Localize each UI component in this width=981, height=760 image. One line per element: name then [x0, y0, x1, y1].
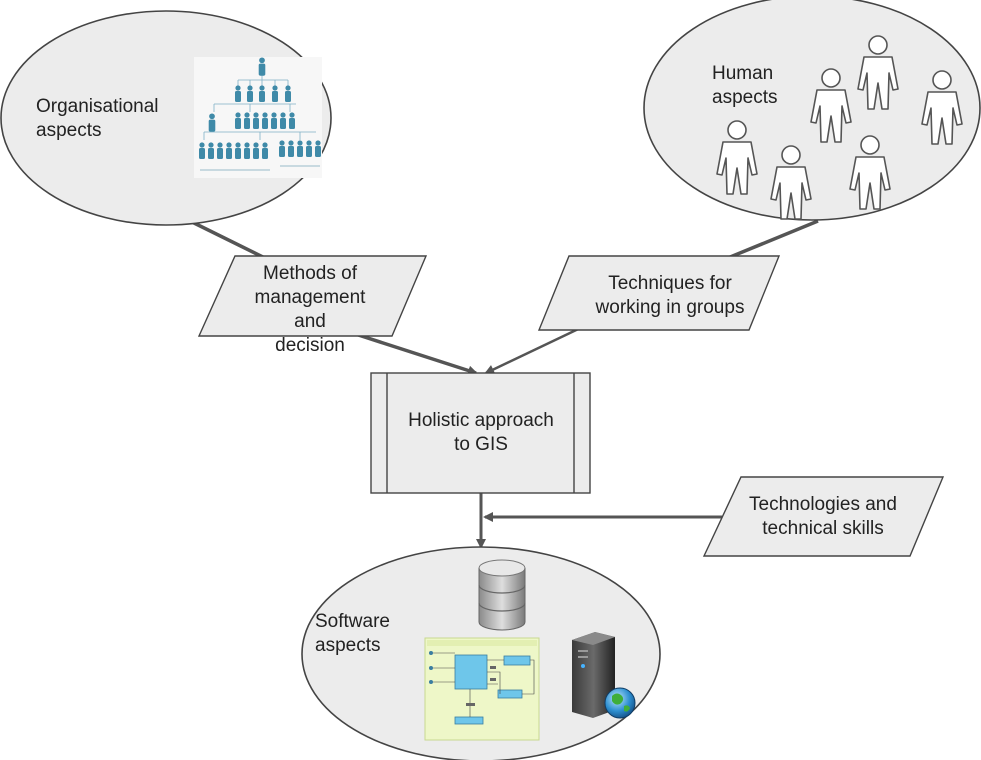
database-icon [478, 559, 526, 631]
methods-line3: decision [275, 335, 345, 356]
technologies-line2: technical skills [762, 518, 884, 539]
technologies-parallelogram [702, 476, 945, 557]
software-diagram-icon [424, 637, 540, 741]
holistic-approach-label: Holistic approach to GIS [392, 409, 570, 457]
organisational-aspects-label: Organisational aspects [36, 95, 159, 143]
techniques-line2: working in groups [595, 297, 745, 318]
software-line1: Software [315, 611, 390, 632]
org-chart-icon [194, 57, 322, 178]
methods-label: Methods of management and decision [240, 262, 380, 358]
techniques-parallelogram [537, 255, 781, 331]
holistic-line2: to GIS [454, 434, 508, 455]
human-line2: aspects [712, 87, 778, 108]
holistic-line1: Holistic approach [408, 410, 554, 431]
technologies-line1: Technologies and [749, 494, 897, 515]
organisational-line1: Organisational [36, 96, 159, 117]
connector-human-to-techniques [717, 219, 819, 264]
software-aspects-label: Software aspects [315, 610, 390, 658]
methods-parallelogram [197, 255, 428, 337]
human-line1: Human [712, 63, 774, 84]
human-aspects-label: Human aspects [712, 62, 777, 110]
server-globe-icon [572, 632, 636, 719]
technologies-label: Technologies and technical skills [728, 493, 918, 541]
methods-line1: Methods of [263, 263, 357, 284]
holistic-approach-box [370, 372, 591, 494]
software-line2: aspects [315, 635, 381, 656]
techniques-line1: Techniques for [608, 273, 732, 294]
techniques-label: Techniques for working in groups [580, 272, 760, 320]
organisational-line2: aspects [36, 120, 102, 141]
methods-line2: management and [254, 287, 366, 332]
arrow-methods-to-holistic [342, 328, 478, 376]
